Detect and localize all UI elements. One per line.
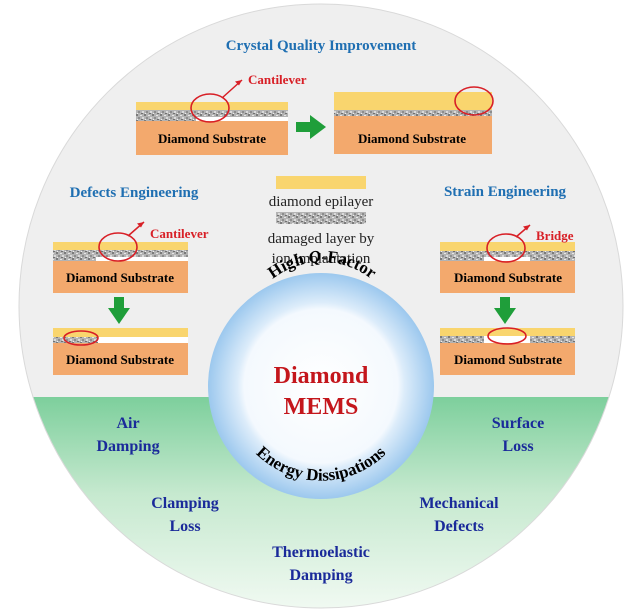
surface-loss-line2: Loss xyxy=(502,438,533,455)
left-lower-device: Diamond Substrate xyxy=(53,328,188,375)
substrate-label: Diamond Substrate xyxy=(66,270,174,285)
left-upper-device: Diamond Substrate Cantilever xyxy=(53,221,209,293)
dissipation-labels: Air Damping Clamping Loss Thermoelastic … xyxy=(96,415,544,584)
right-upper-device: Diamond Substrate Bridge xyxy=(440,224,575,293)
substrate-label: Diamond Substrate xyxy=(158,131,266,146)
crystal-quality-title: Crystal Quality Improvement xyxy=(226,38,417,54)
surface-loss-line1: Surface xyxy=(492,415,544,432)
arrow-down-icon xyxy=(494,297,516,324)
air-damping-line1: Air xyxy=(116,415,139,432)
cantilever-label: Cantilever xyxy=(248,72,307,87)
legend: diamond epilayer damaged layer by ion im… xyxy=(268,176,375,267)
top-left-device: Diamond Substrate Cantilever xyxy=(136,72,307,155)
arrow-down-icon xyxy=(108,297,130,324)
epilayer-swatch xyxy=(276,176,366,189)
damaged-layer-swatch xyxy=(276,212,366,224)
legend-damaged-line1: damaged layer by xyxy=(268,231,375,247)
arrow-right-icon xyxy=(296,115,326,139)
clamping-loss-line2: Loss xyxy=(169,518,200,535)
legend-epilayer: diamond epilayer xyxy=(269,194,374,210)
center-title-line2: MEMS xyxy=(284,394,359,420)
strain-engineering-title: Strain Engineering xyxy=(444,184,567,200)
air-damping-line2: Damping xyxy=(96,438,159,455)
thermoelastic-damping-line2: Damping xyxy=(289,567,352,584)
defects-engineering-title: Defects Engineering xyxy=(70,185,199,201)
cantilever-label: Cantilever xyxy=(150,226,209,241)
substrate-label: Diamond Substrate xyxy=(66,352,174,367)
right-lower-device: Diamond Substrate xyxy=(440,327,575,375)
clamping-loss-line1: Clamping xyxy=(151,495,219,512)
legend-damaged-line2: ion implantation xyxy=(272,251,371,267)
thermoelastic-damping-line1: Thermoelastic xyxy=(272,544,370,561)
substrate-label: Diamond Substrate xyxy=(454,270,562,285)
substrate-label: Diamond Substrate xyxy=(358,131,466,146)
mechanical-defects-line1: Mechanical xyxy=(419,495,499,512)
mechanical-defects-line2: Defects xyxy=(434,518,484,535)
top-right-device: Diamond Substrate xyxy=(334,86,494,154)
center-title-line1: Diamond xyxy=(274,363,369,389)
bridge-label: Bridge xyxy=(536,228,574,243)
substrate-label: Diamond Substrate xyxy=(454,352,562,367)
